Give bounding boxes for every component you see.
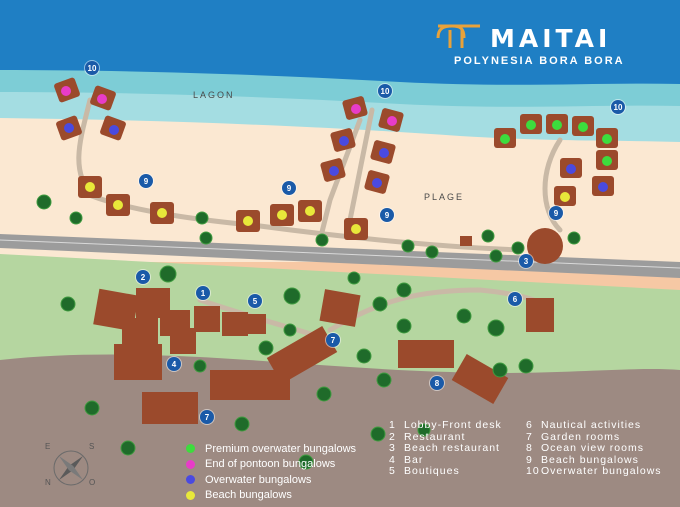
palm-trees [36,194,581,470]
main-road [0,234,680,278]
marker-9-c[interactable]: 9 [380,208,394,222]
legend-item-beach: Beach bungalows [186,488,356,504]
compass-letter-s: S [89,442,95,451]
marker-10-left[interactable]: 10 [85,61,99,75]
legend-label: Overwater bungalows [205,473,312,486]
marker-9-b[interactable]: 9 [282,181,296,195]
beach-bungalows [78,176,368,240]
brand-name: MAITAI [490,24,612,53]
legend-label: End of pontoon bungalows [205,458,336,471]
marker-7-a[interactable]: 7 [326,333,340,347]
legend-item-premium: Premium overwater bungalows [186,441,356,457]
marker-10-center[interactable]: 10 [378,84,392,98]
bungalow-cluster-right [494,114,618,206]
compass-letter-n: N [45,478,51,487]
compass-rose-icon: N E S O [43,440,99,496]
legend-item-pontoon: End of pontoon bungalows [186,457,356,473]
legend-label: Premium overwater bungalows [205,442,357,455]
walkways [76,97,563,343]
bungalow-cluster-center [320,96,404,194]
marker-3[interactable]: 3 [519,254,533,268]
legend-dot [186,475,195,485]
marker-6[interactable]: 6 [508,292,522,306]
marker-8[interactable]: 8 [430,376,444,390]
kiosk-roof [460,236,472,246]
marker-2[interactable]: 2 [136,270,150,284]
compass-letter-o: O [89,478,96,487]
twin-arch-logo [436,24,480,48]
brand-subtitle: POLYNESIA BORA BORA [454,55,625,67]
area-label-lagoon: LAGON [193,90,235,100]
bungalow-cluster-left [54,77,126,141]
legend-dot [186,459,195,469]
legend-label: Beach bungalows [205,489,292,502]
marker-7-b[interactable]: 7 [200,410,214,424]
legend-item-overwater: Overwater bungalows [186,472,356,488]
area-label-beach: PLAGE [424,192,465,202]
marker-5[interactable]: 5 [248,294,262,308]
marker-9-a[interactable]: 9 [139,174,153,188]
legend: Premium overwater bungalows End of ponto… [186,441,356,503]
legend-dot [186,444,195,454]
marker-10-right[interactable]: 10 [611,100,625,114]
compass-letter-e: E [45,442,51,451]
road-line [0,239,680,269]
main-buildings [93,288,554,424]
marker-1[interactable]: 1 [196,286,210,300]
marker-4[interactable]: 4 [167,357,181,371]
legend-dot [186,490,195,500]
beach-restaurant-roof [527,228,563,264]
marker-9-d[interactable]: 9 [549,206,563,220]
